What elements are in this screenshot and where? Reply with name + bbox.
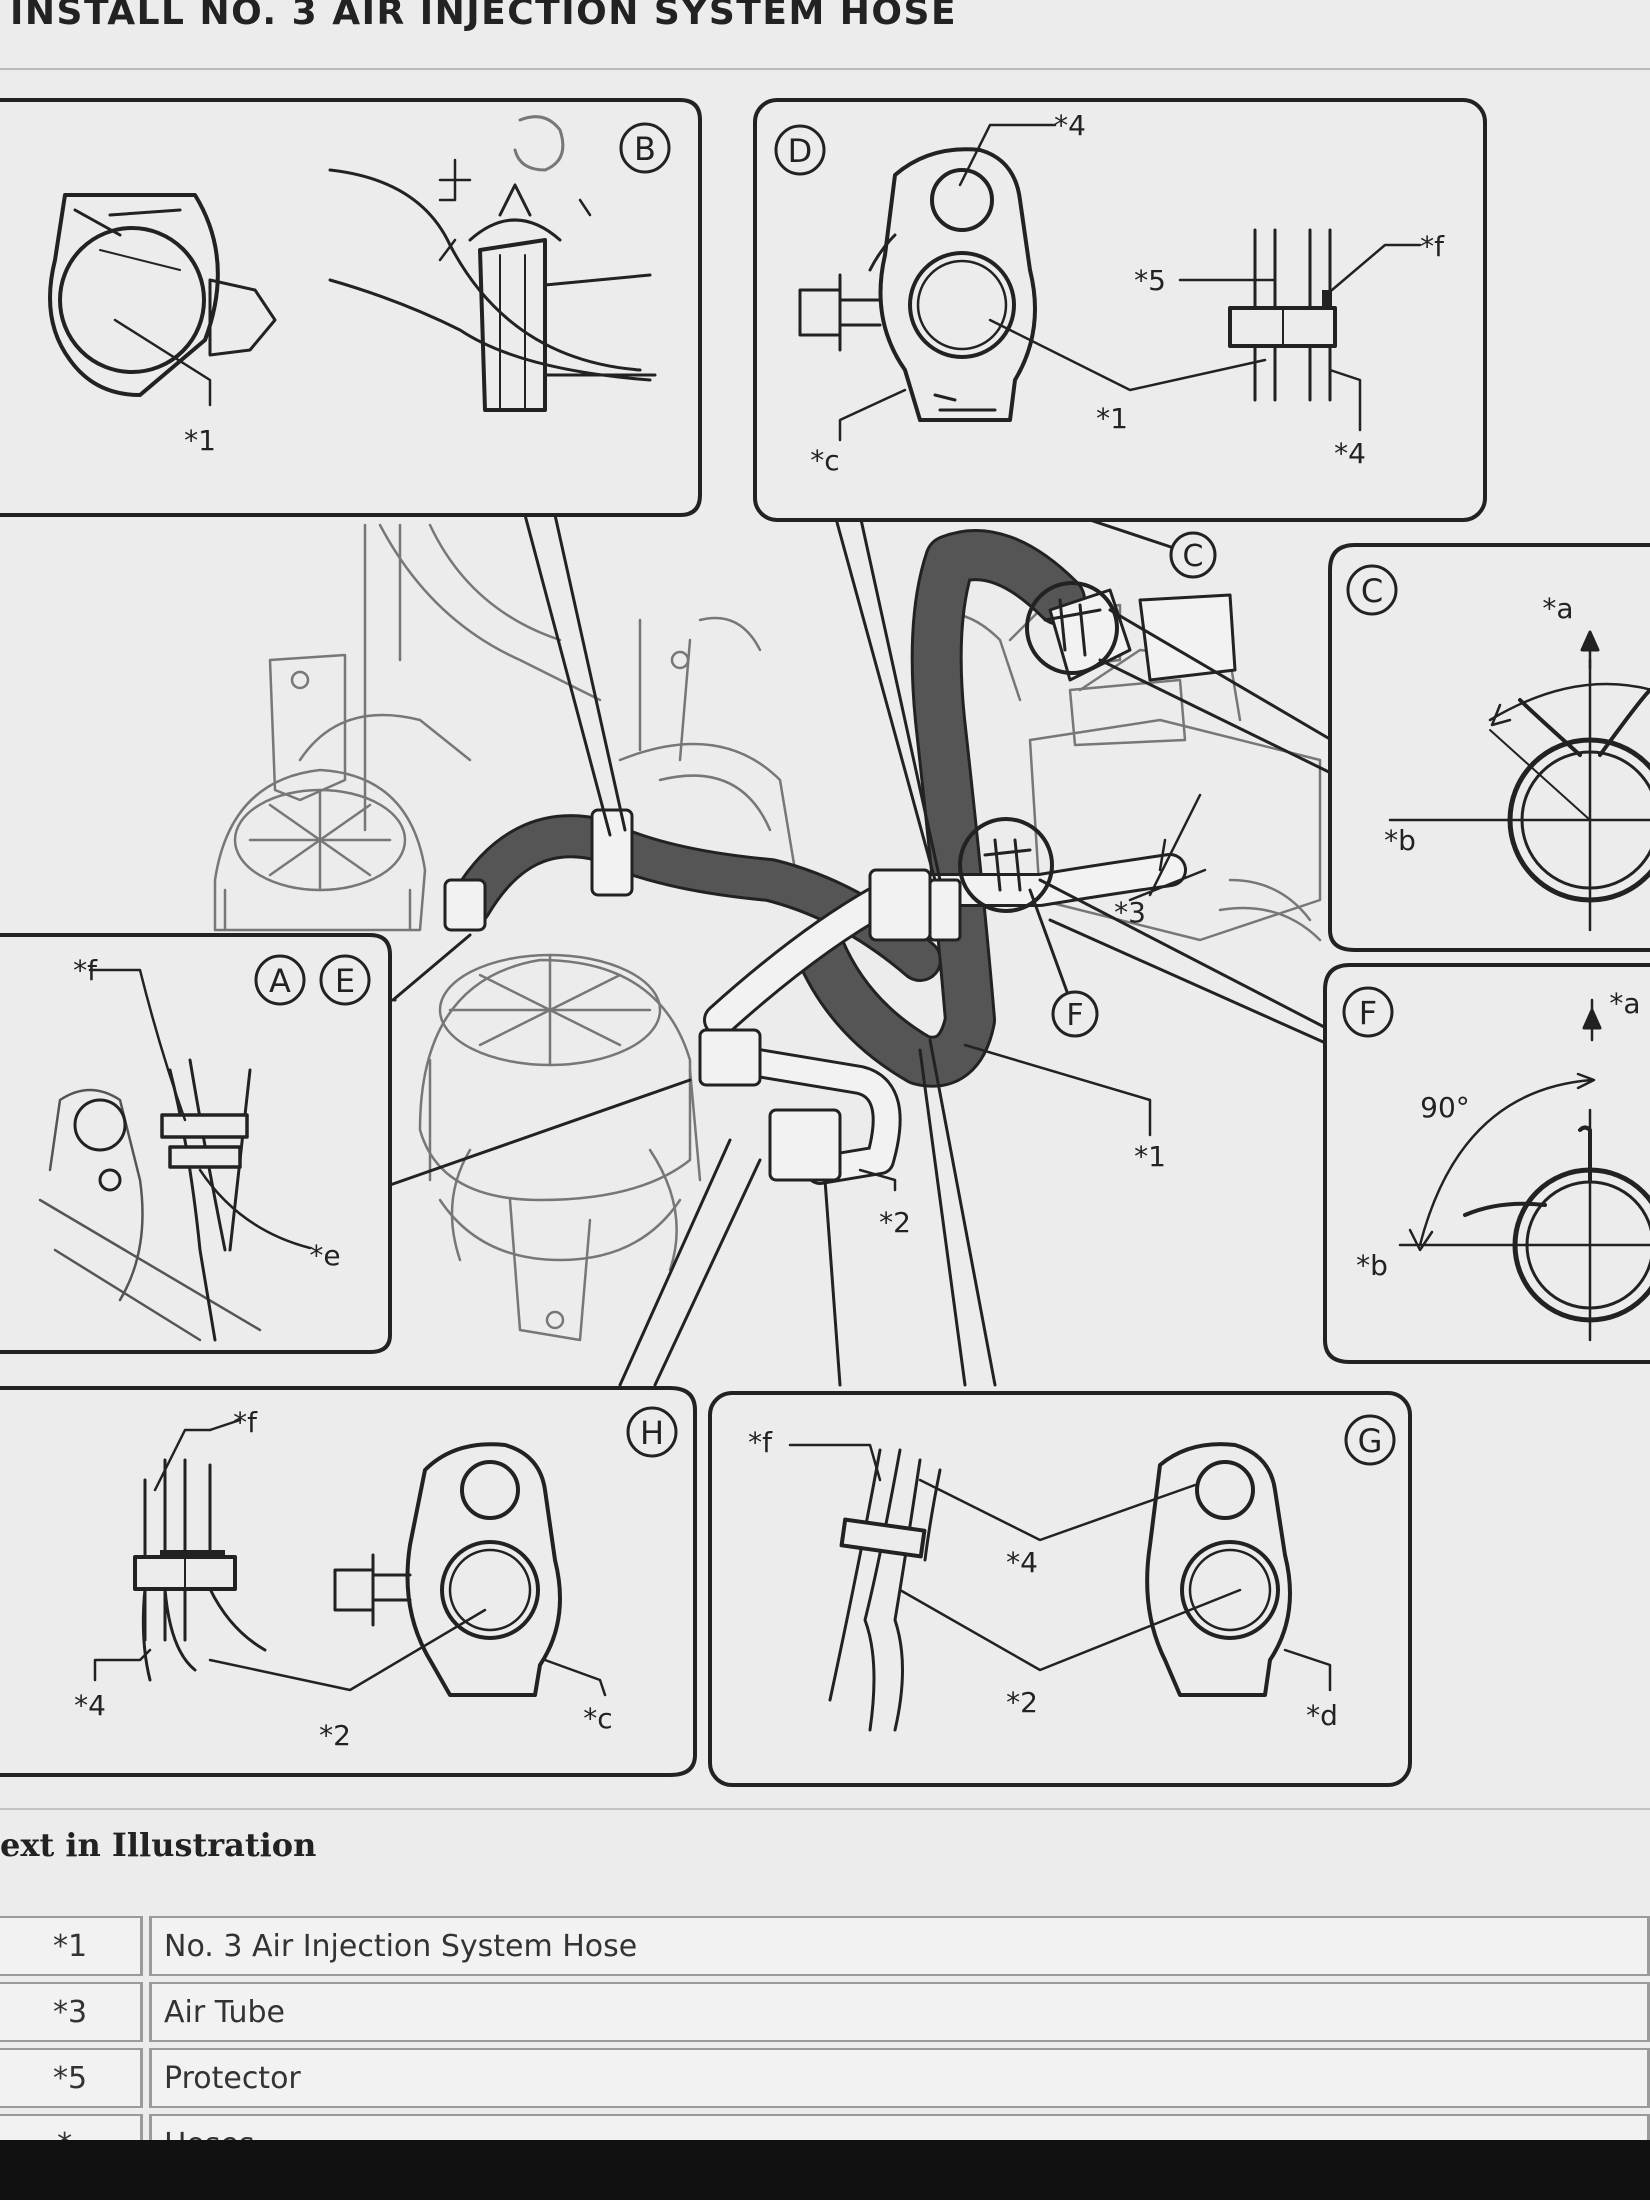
panel-b-letter: B <box>634 130 656 168</box>
panel-ae-letter-a: A <box>269 962 291 1000</box>
legend-code: *- <box>0 2114 143 2140</box>
panel-d-callout-5: *5 <box>1134 264 1166 297</box>
panel-g-callout-d: *d <box>1306 1699 1338 1732</box>
legend-table: *1 No. 3 Air Injection System Hose *3 Ai… <box>0 1910 1650 2140</box>
panel-d-callout-4-bottom: *4 <box>1334 437 1366 470</box>
legend-row: *- Hoses <box>0 2114 1650 2140</box>
legend-row: *5 Protector <box>0 2048 1650 2108</box>
installation-diagram: C F *3 *1 *2 B *1 <box>0 98 1650 1787</box>
panel-d-callout-1: *1 <box>1096 402 1128 435</box>
panel-g-letter: G <box>1358 1422 1383 1460</box>
panel-g-callout-4: *4 <box>1006 1546 1038 1579</box>
panel-f-callout-a: *a <box>1609 987 1640 1020</box>
legend-row: *1 No. 3 Air Injection System Hose <box>0 1916 1650 1976</box>
page-title: INSTALL NO. 3 AIR INJECTION SYSTEM HOSE <box>10 0 958 33</box>
detail-panel-f: F 90° *a *b <box>1323 963 1650 1364</box>
panel-h-callout-4: *4 <box>74 1689 106 1722</box>
panel-d-callout-4-top: *4 <box>1054 109 1086 142</box>
panel-f-angle-label: 90° <box>1420 1091 1470 1124</box>
panel-c-letter: C <box>1361 572 1383 610</box>
legend-row: *3 Air Tube <box>0 1982 1650 2042</box>
legend-code: *3 <box>0 1982 143 2042</box>
detail-panel-g: G *f *4 *2 *d <box>708 1391 1412 1787</box>
panel-f-callout-b: *b <box>1356 1249 1388 1282</box>
panel-d-callout-c: *c <box>810 444 839 477</box>
panel-ae-letter-e: E <box>335 962 355 1000</box>
panel-h-callout-f: *f <box>233 1406 258 1439</box>
panel-g-callout-2: *2 <box>1006 1686 1038 1719</box>
legend-heading: ext in Illustration <box>0 1826 317 1864</box>
panel-ae-callout-e: *e <box>309 1239 340 1272</box>
legend-code: *5 <box>0 2048 143 2108</box>
panel-h-letter: H <box>640 1414 664 1452</box>
detail-marker-f <box>958 817 1054 913</box>
panel-c-callout-b: *b <box>1384 824 1416 857</box>
panel-h-callout-2: *2 <box>319 1719 351 1752</box>
engine-main-view: C F *3 *1 *2 <box>213 508 1342 1387</box>
panel-f-letter: F <box>1359 994 1377 1032</box>
detail-panel-b: B *1 <box>0 98 702 517</box>
detail-panel-d: D *4 *c *f *5 *1 <box>753 98 1487 522</box>
main-letter-c: C <box>1183 539 1204 574</box>
legend-divider <box>0 1808 1650 1810</box>
panel-ae-callout-f: *f <box>73 954 98 987</box>
legend-code: *1 <box>0 1916 143 1976</box>
detail-panel-c: C *a *b <box>1328 543 1650 952</box>
legend-label: No. 3 Air Injection System Hose <box>149 1916 1650 1976</box>
panel-g-callout-f: *f <box>748 1426 773 1459</box>
legend-label: Air Tube <box>149 1982 1650 2042</box>
panel-h-callout-c: *c <box>583 1702 612 1735</box>
detail-panel-h: H *f *4 *2 *c <box>0 1386 697 1777</box>
callout-3: *3 <box>1114 896 1146 929</box>
panel-d-callout-f: *f <box>1420 230 1445 263</box>
panel-d-letter: D <box>788 132 813 170</box>
monitor-screen: INSTALL NO. 3 AIR INJECTION SYSTEM HOSE <box>0 0 1650 2140</box>
detail-panel-ae: A E *f *e <box>0 933 392 1354</box>
panel-b-callout-1: *1 <box>184 424 216 457</box>
monitor-bezel <box>0 2140 1650 2200</box>
detail-marker-c <box>1025 581 1119 675</box>
title-divider <box>0 68 1650 70</box>
main-letter-f: F <box>1066 998 1083 1033</box>
panel-c-callout-a: *a <box>1542 592 1573 625</box>
callout-1-main: *1 <box>1134 1140 1166 1173</box>
callout-2-main: *2 <box>879 1206 911 1239</box>
legend-label: Protector <box>149 2048 1650 2108</box>
legend-label: Hoses <box>149 2114 1650 2140</box>
